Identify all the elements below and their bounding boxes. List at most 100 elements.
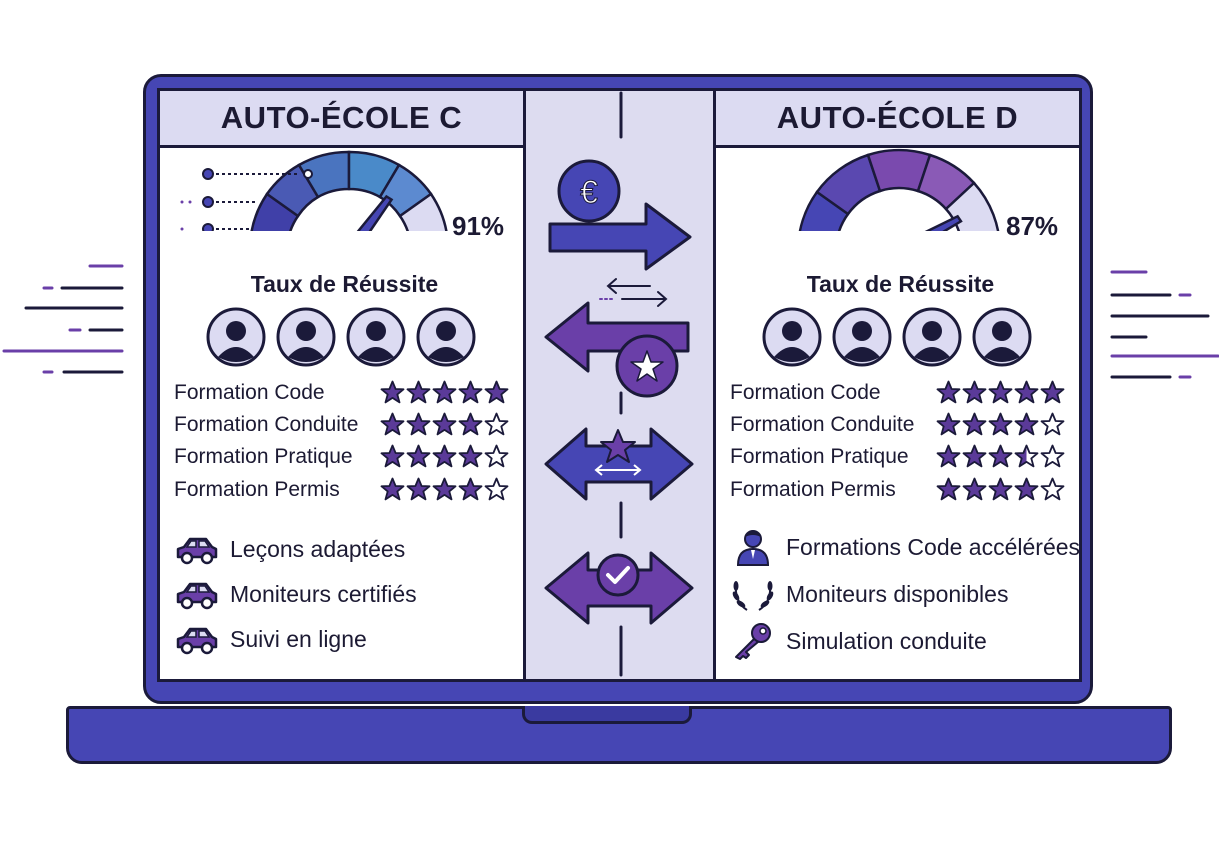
school-c-avatars — [206, 307, 476, 367]
school-d-panel: AUTO-ÉCOLE D 87% Taux de Réussite — [713, 88, 1082, 682]
star-filled-icon — [484, 380, 509, 404]
user-avatar-icon — [902, 307, 962, 367]
rating-row-pratique: Formation Pratique — [730, 445, 909, 469]
rating-label: Formation Code — [730, 381, 881, 404]
star-filled-icon — [936, 477, 961, 501]
rating-row-permis: Formation Permis — [174, 478, 340, 502]
star-filled-icon — [1014, 477, 1039, 501]
star-filled-icon — [380, 380, 405, 404]
school-c-rate-label: Taux de Réussite — [250, 271, 439, 297]
feature-label: Moniteurs certifiés — [230, 580, 417, 607]
star-rating — [380, 444, 509, 469]
star-filled-icon — [458, 477, 483, 501]
car-icon — [176, 582, 218, 610]
user-avatar-icon — [416, 307, 476, 367]
star-filled-icon — [406, 412, 431, 436]
star-filled-icon — [1014, 380, 1039, 404]
rating-label: Formation Conduite — [174, 413, 359, 436]
star-empty-icon — [484, 477, 509, 501]
comparison-divider: € — [526, 88, 713, 682]
star-filled-icon — [962, 412, 987, 436]
star-filled-icon — [432, 444, 457, 468]
star-filled-icon — [962, 444, 987, 468]
rating-label: Formation Pratique — [730, 445, 909, 468]
star-filled-icon — [458, 444, 483, 468]
star-filled-icon — [458, 412, 483, 436]
star-rating — [380, 477, 509, 502]
feature-label: Suivi en ligne — [230, 625, 367, 652]
star-filled-icon — [1040, 380, 1065, 404]
star-filled-icon — [988, 444, 1013, 468]
star-filled-icon — [988, 477, 1013, 501]
rating-row-pratique: Formation Pratique — [174, 445, 353, 469]
star-empty-icon — [1040, 444, 1065, 468]
school-c-success-gauge — [180, 150, 448, 231]
user-avatar-icon — [972, 307, 1032, 367]
rating-row-code: Formation Code — [730, 381, 881, 405]
user-avatar-icon — [346, 307, 406, 367]
laurel-icon — [732, 581, 774, 611]
star-double-arrow-icon — [544, 427, 694, 501]
feature-label: Leçons adaptées — [230, 535, 406, 562]
school-d-avatars — [762, 307, 1032, 367]
star-filled-icon — [380, 444, 405, 468]
feature-label: Moniteurs disponibles — [786, 580, 1009, 607]
star-rating — [380, 412, 509, 437]
star-filled-icon — [936, 444, 961, 468]
star-rating — [936, 444, 1065, 469]
school-d-success-rate: 87% — [1006, 211, 1059, 241]
star-empty-icon — [1040, 412, 1065, 436]
feature-item: Suivi en ligne — [174, 619, 367, 659]
rating-row-permis: Formation Permis — [730, 478, 896, 502]
feature-label: Formations Code accélérées — [786, 533, 1081, 560]
svg-text:€: € — [580, 174, 598, 210]
comparison-icons: € — [544, 91, 694, 677]
star-filled-icon — [406, 444, 431, 468]
rating-label: Formation Permis — [730, 478, 896, 501]
star-badge-icon — [544, 301, 690, 398]
feature-item: Moniteurs certifiés — [174, 574, 417, 614]
car-icon — [176, 627, 218, 655]
rating-row-conduite: Formation Conduite — [730, 413, 914, 437]
car-icon — [176, 537, 218, 565]
star-empty-icon — [484, 412, 509, 436]
star-rating — [936, 412, 1065, 437]
feature-item: Leçons adaptées — [174, 529, 405, 569]
school-d-title: AUTO-ÉCOLE D — [716, 91, 1079, 148]
swap-arrows-icon — [599, 278, 668, 307]
school-c-panel: AUTO-ÉCOLE C — [157, 88, 526, 682]
feature-label: Simulation conduite — [786, 627, 987, 654]
key-icon — [735, 623, 771, 660]
star-empty-icon — [1040, 477, 1065, 501]
star-filled-icon — [380, 412, 405, 436]
user-avatar-icon — [832, 307, 892, 367]
school-c-success-rate: 91% — [452, 211, 505, 241]
rating-label: Formation Conduite — [730, 413, 915, 436]
star-filled-icon — [458, 380, 483, 404]
star-filled-icon — [936, 412, 961, 436]
rating-label: Formation Permis — [174, 478, 340, 501]
star-filled-icon — [432, 412, 457, 436]
feature-item: Formations Code accélérées — [730, 527, 1080, 567]
laptop-notch — [522, 706, 692, 724]
user-avatar-icon — [206, 307, 266, 367]
star-filled-icon — [406, 380, 431, 404]
star-rating — [936, 477, 1065, 502]
school-d-rate-label: Taux de Réussite — [806, 271, 995, 297]
star-filled-icon — [1014, 412, 1039, 436]
star-filled-icon — [962, 380, 987, 404]
star-filled-icon — [936, 380, 961, 404]
star-rating — [936, 380, 1065, 405]
star-filled-icon — [432, 380, 457, 404]
star-filled-icon — [988, 380, 1013, 404]
user-avatar-icon — [276, 307, 336, 367]
check-double-arrow-icon — [544, 551, 694, 625]
star-rating — [380, 380, 509, 405]
star-filled-icon — [432, 477, 457, 501]
star-filled-icon — [962, 477, 987, 501]
star-half-icon — [1014, 444, 1039, 468]
rating-label: Formation Code — [174, 381, 325, 404]
rating-row-conduite: Formation Conduite — [174, 413, 358, 437]
